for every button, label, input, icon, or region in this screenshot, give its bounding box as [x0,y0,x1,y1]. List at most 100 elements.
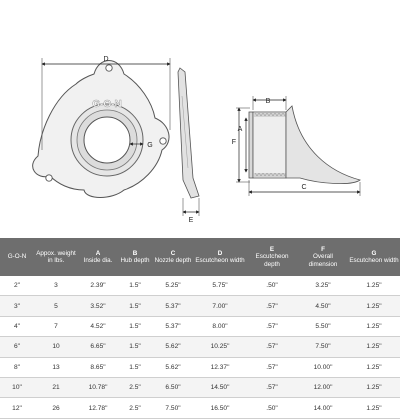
cell: 1.25" [348,336,400,358]
cell: .50" [246,276,298,297]
cell: .57" [246,316,298,338]
cell: 5.62" [152,357,194,378]
cell: 12" [0,397,34,419]
cell: 8" [0,357,34,378]
logo-text: G-O-N [92,99,121,110]
cell: 14.50" [194,377,246,399]
cell: 14.00" [298,397,348,419]
dim-a-label: A [238,126,243,133]
cell: 1.25" [348,377,400,399]
side-view: B A F C [232,96,361,196]
cell: 26 [34,397,78,419]
cell: 4" [0,316,34,338]
cell: 13 [34,357,78,378]
side-nozzle [285,105,361,184]
cell: 12.37" [194,357,246,378]
technical-drawing: G-O-N D G E B A [32,56,361,224]
cell: .57" [246,336,298,358]
mount-hole-left [45,174,53,182]
cell: 16.50" [194,397,246,419]
cell: 2" [0,276,34,297]
cell: .57" [246,357,298,378]
cell: 1.25" [348,295,400,317]
cell: 1.25" [348,357,400,378]
dim-b-label: B [266,98,271,105]
cell: 4.52" [78,316,118,338]
cell: 10.25" [194,336,246,358]
cell: 7 [34,316,78,338]
cell: 5.62" [152,336,194,358]
cell: 7.00" [194,295,246,317]
cell: 1.5" [118,316,152,338]
cell: 7.50" [152,397,194,419]
cell: 6" [0,336,34,358]
dim-g-label: G [147,142,152,149]
cell: 10" [0,377,34,399]
cell: 3" [0,295,34,317]
cell: 5.50" [298,316,348,338]
cell: 1.25" [348,276,400,297]
cell: 2.5" [118,397,152,419]
cell: 3 [34,276,78,297]
mount-hole-right [159,137,167,145]
dim-d-label: D [103,56,108,63]
cell: 5.37" [152,295,194,317]
cell: 5.75" [194,276,246,297]
cell: 10 [34,336,78,358]
cell: 1.5" [118,357,152,378]
cell: .50" [246,397,298,419]
cell: 1.5" [118,336,152,358]
side-hub [252,111,287,179]
cell: 8.00" [194,316,246,338]
front-view: G-O-N D G [32,56,171,198]
cell: 3.25" [298,276,348,297]
cell: 1.25" [348,397,400,419]
cell: 5 [34,295,78,317]
cell: 2.5" [118,377,152,399]
dim-e-label: E [189,217,194,224]
cell: 5.37" [152,316,194,338]
cell: 8.65" [78,357,118,378]
cell: 1.5" [118,295,152,317]
dim-c-label: C [301,184,306,191]
edge-view: E [177,67,200,224]
cell: 3.52" [78,295,118,317]
cell: .57" [246,295,298,317]
cell: 10.00" [298,357,348,378]
cell: 2.39" [78,276,118,297]
cell: 21 [34,377,78,399]
cell: 1.25" [348,316,400,338]
cell: .57" [246,377,298,399]
cell: 4.50" [298,295,348,317]
edge-plate [177,67,200,199]
cell: 10.78" [78,377,118,399]
header-weight: Appox. weight in lbs. [34,238,78,276]
dim-f-label: F [232,139,236,146]
header-gon: G-O-N [0,238,34,276]
mount-hole-top [105,64,113,72]
bore-opening [83,116,131,164]
cell: 6.65" [78,336,118,358]
cell: 12.78" [78,397,118,419]
cell: 1.5" [118,276,152,297]
cell: 12.00" [298,377,348,399]
cell: 6.50" [152,377,194,399]
cell: 7.50" [298,336,348,358]
side-flange [248,111,254,179]
